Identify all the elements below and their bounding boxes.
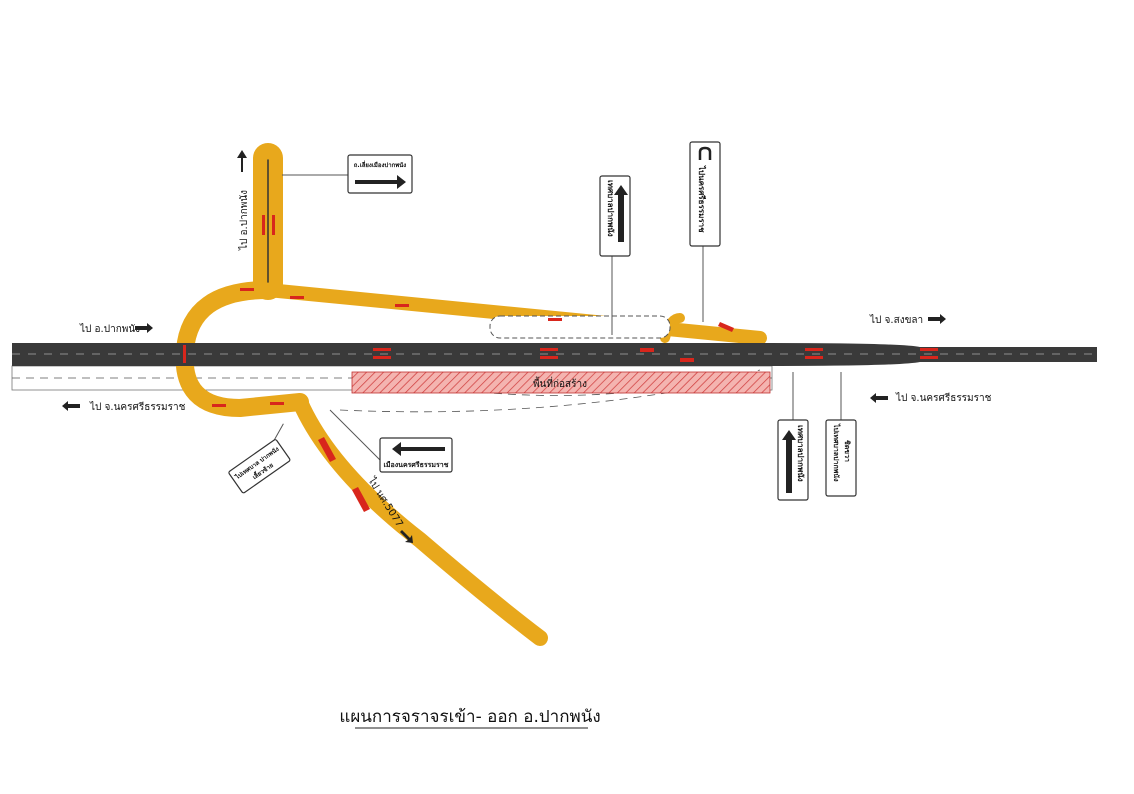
label-to-nakhon-west: ไป จ.นครศรีธรรมราช [89,401,186,413]
sign-bottom-right-2: ไปเทศบาลปากพนัง ชิดขวา [825,372,857,497]
svg-text:เทศบาลปากพนัง: เทศบาลปากพนัง [606,180,615,237]
label-to-nakhon-east: ไป จ.นครศรีธรรมราช [895,392,992,404]
red-direction-arrows [183,215,938,512]
label-to-pak-phanang-north: ไป อ.ปากพนัง [238,190,250,251]
upper-ramp [261,283,767,345]
u-turn-icon [698,146,712,160]
label-to-songkhla: ไป จ.สงขลา [869,314,923,326]
svg-text:เมืองนครศรีธรรมราช: เมืองนครศรีธรรมราช [384,461,449,469]
svg-text:เทศบาลปากพนัง: เทศบาลปากพนัง [796,425,805,482]
arrow-up-icon [614,185,628,242]
svg-text:ไปเทศบาลปากพนัง: ไปเทศบาลปากพนัง [832,423,841,482]
arrow-right-icon [135,323,153,333]
arrow-down-right-icon [400,530,413,543]
main-road [12,343,1097,366]
sign-top-left: ถ.เลี่ยงเมืองปากพนัง [282,154,413,194]
sign-top-uturn: ไปนครศรีธรรมราช [689,141,721,322]
construction-zone: พื้นที่ก่อสร้าง [351,371,771,394]
arrow-right-icon [928,314,946,324]
svg-text:ไปนครศรีธรรมราช: ไปนครศรีธรรมราช [697,165,707,233]
sign-bottom-left-arrow: เมืองนครศรีธรรมราช [329,409,453,473]
sign-bottom-right-1: เทศบาลปากพนัง [777,372,809,501]
sign-bottom-left-turn: ไปเทศบาล ปากพนัง เลี้ยวซ้าย [228,423,291,494]
arrow-left-icon [62,401,80,411]
direction-labels: ไป อ.ปากพนัง ไป อ.ปากพนัง ไป จ.สงขลา ไป … [62,150,992,543]
traffic-island [489,315,671,339]
arrow-up-icon [237,150,247,172]
sign-top-mid: เทศบาลปากพนัง [599,175,631,335]
diagram-title: แผนการจราจรเข้า- ออก อ.ปากพนัง [339,707,600,727]
arrow-up-icon [782,430,796,493]
yellow-ramps [175,143,767,646]
arrow-left-icon [870,393,888,403]
arrow-right-icon [355,175,406,189]
label-to-pak-phanang-west: ไป อ.ปากพนัง [79,323,140,335]
svg-text:ชิดขวา: ชิดขวา [843,440,851,462]
construction-zone-label: พื้นที่ก่อสร้าง [533,376,587,390]
arrow-left-icon [392,442,445,456]
svg-text:ถ.เลี่ยงเมืองปากพนัง: ถ.เลี่ยงเมืองปากพนัง [354,160,406,169]
